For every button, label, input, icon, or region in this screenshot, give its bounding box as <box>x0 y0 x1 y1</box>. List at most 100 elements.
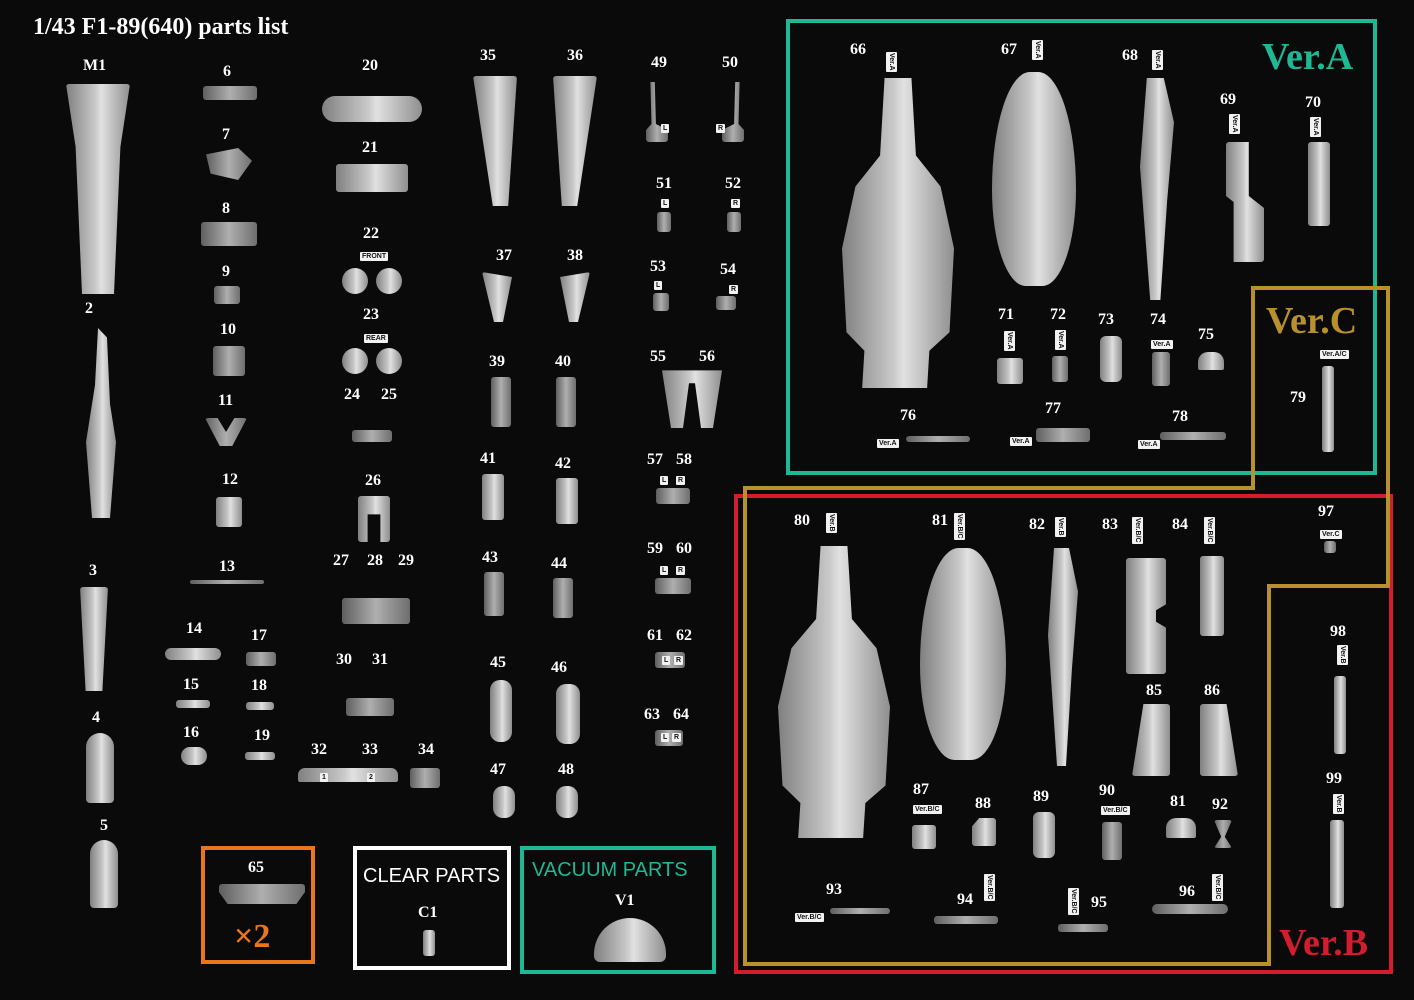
part-number-49: 49 <box>651 54 667 71</box>
part-number-5: 5 <box>100 817 108 834</box>
part-number-14: 14 <box>186 620 202 637</box>
part-image-45 <box>490 680 512 742</box>
tag-front: FRONT <box>360 252 389 261</box>
part-number-65: 65 <box>248 859 264 876</box>
part-image-38 <box>560 272 590 322</box>
part-number-80: 80 <box>794 512 810 529</box>
part-image-74 <box>1152 352 1170 386</box>
tag-l-61: L <box>662 656 671 665</box>
part-number-55: 55 <box>650 348 666 365</box>
part-image-77 <box>1036 428 1090 442</box>
part-number-40: 40 <box>555 353 571 370</box>
part-image-36 <box>553 76 597 206</box>
part-image-9 <box>214 286 240 304</box>
part-image-79 <box>1322 366 1334 452</box>
part-image-2 <box>86 328 116 518</box>
part-image-88 <box>972 818 996 846</box>
part-image-6 <box>203 86 257 100</box>
tag-verbc-93: Ver.B/C <box>795 913 824 922</box>
part-number-85: 85 <box>1146 682 1162 699</box>
part-image-52 <box>727 212 741 232</box>
part-image-C1 <box>423 930 435 956</box>
part-image-20 <box>322 96 422 122</box>
tag-l-49: L <box>661 124 670 133</box>
tag-vera-71: Ver.A <box>1004 331 1015 351</box>
part-number-28: 28 <box>367 552 383 569</box>
ver-c-border-right <box>1386 286 1390 588</box>
part-number-50: 50 <box>722 54 738 71</box>
part-image-44 <box>553 578 573 618</box>
tag-r-52: R <box>731 199 741 208</box>
tag-verb-82: Ver.B <box>1055 517 1066 537</box>
part-image-16 <box>181 747 207 765</box>
part-number-87: 87 <box>913 781 929 798</box>
multi-part-box <box>201 846 315 964</box>
part-image-27-29 <box>342 598 410 624</box>
part-number-44: 44 <box>551 555 567 572</box>
tag-two: 2 <box>367 773 375 782</box>
tag-l-51: L <box>661 199 670 208</box>
ver-c-border-bottom <box>743 962 1271 966</box>
ver-b-label: Ver.B <box>1279 922 1369 964</box>
tag-verb-99: Ver.B <box>1333 794 1344 814</box>
part-number-9: 9 <box>222 263 230 280</box>
tag-l-59: L <box>660 566 669 575</box>
part-number-54: 54 <box>720 261 736 278</box>
clear-parts-box <box>353 846 511 970</box>
part-image-54 <box>716 296 736 310</box>
part-number-81b: 81 <box>1170 793 1186 810</box>
part-image-30-31 <box>346 698 394 716</box>
part-number-2: 2 <box>85 300 93 317</box>
part-number-32: 32 <box>311 741 327 758</box>
tag-verbc-81: Ver.B/C <box>954 513 965 540</box>
part-image-78 <box>1160 432 1226 440</box>
part-image-76 <box>906 436 970 442</box>
part-number-71: 71 <box>998 306 1014 323</box>
tag-vera-67: Ver.A <box>1032 40 1043 60</box>
part-image-53 <box>653 293 669 311</box>
part-image-55-56 <box>662 370 722 428</box>
quantity-multiplier: ×2 <box>234 918 271 955</box>
part-number-38: 38 <box>567 247 583 264</box>
part-number-53: 53 <box>650 258 666 275</box>
part-image-43 <box>484 572 504 616</box>
part-image-49 <box>646 82 668 142</box>
clear-parts-title: CLEAR PARTS <box>363 865 501 887</box>
part-number-23: 23 <box>363 306 379 323</box>
part-image-22-right-wheel <box>376 268 402 294</box>
part-number-10: 10 <box>220 321 236 338</box>
part-number-34: 34 <box>418 741 434 758</box>
part-image-75 <box>1198 352 1224 370</box>
part-number-24: 24 <box>344 386 360 403</box>
part-image-57-58 <box>656 488 690 504</box>
part-number-43: 43 <box>482 549 498 566</box>
ver-c-border-top <box>1251 286 1390 290</box>
part-number-62: 62 <box>676 627 692 644</box>
part-number-35: 35 <box>480 47 496 64</box>
tag-verbc-94: Ver.B/C <box>984 874 995 901</box>
tag-one: 1 <box>320 773 328 782</box>
tag-l-57: L <box>660 476 669 485</box>
part-number-96: 96 <box>1179 883 1195 900</box>
part-number-77: 77 <box>1045 400 1061 417</box>
part-number-70: 70 <box>1305 94 1321 111</box>
part-number-97: 97 <box>1318 503 1334 520</box>
part-number-M1: M1 <box>83 57 107 74</box>
tag-verb-80: Ver.B <box>826 513 837 533</box>
part-number-68: 68 <box>1122 47 1138 64</box>
part-number-93: 93 <box>826 881 842 898</box>
part-number-C1: C1 <box>418 904 438 921</box>
part-number-13: 13 <box>219 558 235 575</box>
part-number-46: 46 <box>551 659 567 676</box>
part-number-11: 11 <box>218 392 234 409</box>
part-number-86: 86 <box>1204 682 1220 699</box>
tag-verbc-84: Ver.B/C <box>1204 517 1215 544</box>
part-image-22-left-wheel <box>342 268 368 294</box>
part-number-78: 78 <box>1172 408 1188 425</box>
part-image-92 <box>1214 820 1232 848</box>
ver-c-label: Ver.C <box>1266 300 1358 342</box>
part-number-84: 84 <box>1172 516 1188 533</box>
ver-a-box <box>786 19 1377 475</box>
tag-r-58: R <box>676 476 686 485</box>
ver-c-border-inner-right <box>1267 584 1271 966</box>
